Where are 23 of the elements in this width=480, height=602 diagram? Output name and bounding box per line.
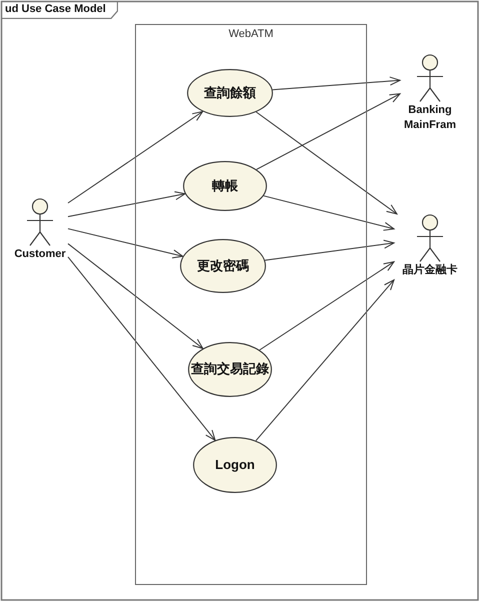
arrow [68,191,186,218]
arrow [259,261,394,350]
arrow [263,195,394,231]
arrow [272,76,400,90]
actor-name: 晶片金融卡 [402,263,458,278]
frame-title: ud Use Case Model [1,1,118,19]
use-case-label: Logon [215,458,255,472]
arrow [68,256,216,441]
system-boundary [135,24,367,585]
boundary-title: WebATM [228,28,274,40]
actor-name: Banking MainFram [403,103,457,133]
arrow [264,240,394,261]
arrow [255,279,394,442]
actor-name: Customer [14,247,66,262]
arrow [68,228,184,258]
arrow [68,243,204,349]
arrow [256,112,398,214]
use-case-label: 轉帳 [212,178,238,194]
use-case-label: 查詢餘額 [204,86,256,100]
use-case-label: 更改密碼 [197,258,249,274]
arrow [68,111,204,204]
arrow [256,93,400,170]
use-case-label: 查詢交易記錄 [191,362,269,377]
